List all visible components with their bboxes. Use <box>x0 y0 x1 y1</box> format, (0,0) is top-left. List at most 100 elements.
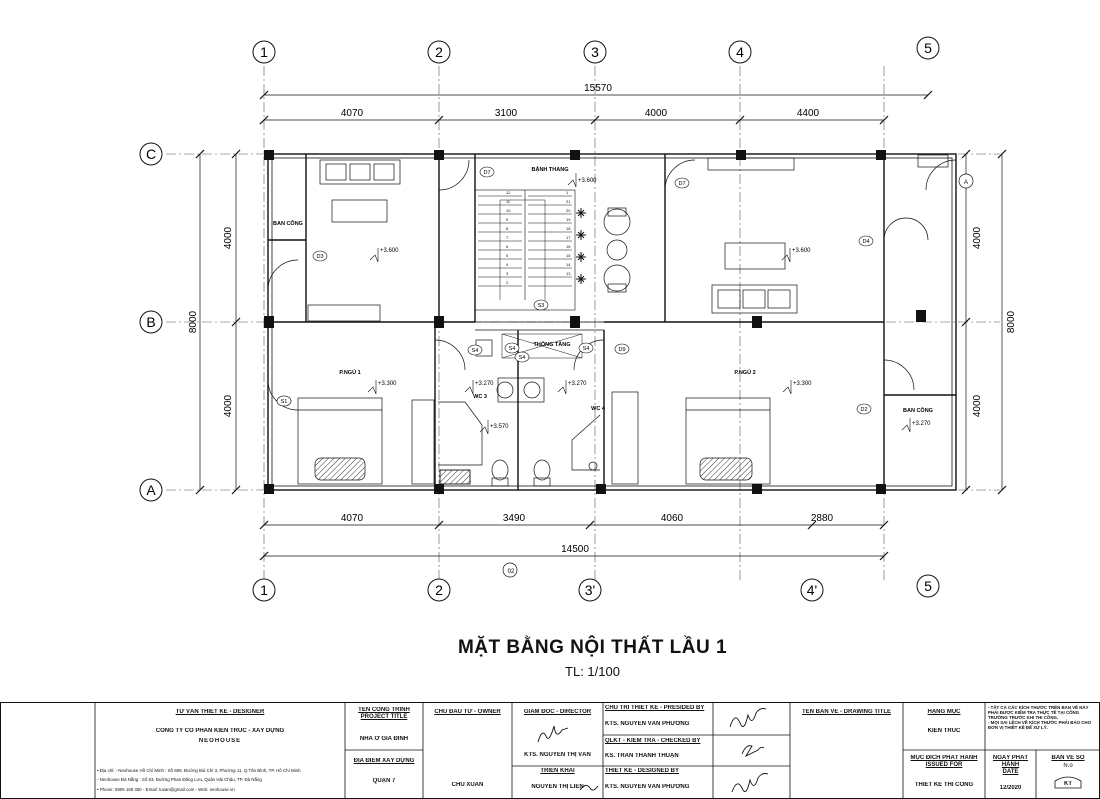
door-tag-circles <box>276 166 874 415</box>
signature-checked <box>741 745 765 758</box>
tb-address-2: - Neohouse Đà Nẵng : Số 53, Đường Phan Đ… <box>97 777 262 782</box>
stair-step-number: 1 <box>566 190 569 195</box>
door-tag-d7b: D7 <box>678 181 685 187</box>
grid-label-top-3: 3 <box>591 44 599 60</box>
dim-bottom-1: 4070 <box>341 513 364 524</box>
grid-bubbles-bottom <box>252 574 940 602</box>
level-text-8: +3.300 <box>793 381 812 387</box>
tb-sheet-code: KT <box>1064 781 1072 787</box>
stair-step-number: 21 <box>566 199 571 204</box>
grid-bubbles-side <box>139 142 163 502</box>
door-tag-d2: D2 <box>860 407 867 413</box>
tb-checked-name: KS. TRẦN THANH THUẬN <box>605 753 679 759</box>
stair-step-number: 2 <box>506 280 509 285</box>
tb-date-value: 12/2020 <box>999 785 1022 791</box>
stair-step-number: 8 <box>506 226 509 231</box>
dim-bottom-total: 14500 <box>561 544 589 555</box>
dim-right-2: 4000 <box>972 394 983 417</box>
door-tag-s3: S3 <box>538 303 545 309</box>
grid-label-top-4: 4 <box>736 44 744 60</box>
dim-bottom-4: 2880 <box>811 513 834 524</box>
stair-step-number: 12 <box>506 190 511 195</box>
grid-label-b: B <box>146 314 155 330</box>
stair-step-number: 3 <box>506 271 509 276</box>
room-label-wc4: WC 4 <box>591 406 606 412</box>
tb-project-value: NHÀ Ở GIA ĐÌNH <box>359 736 409 742</box>
tb-owner-value: CHỦ XUÂN <box>451 782 484 788</box>
signature-director <box>537 725 569 743</box>
dim-top-3: 4000 <box>645 108 668 119</box>
floor-plan-drawing: 1 2 3 4 5 1 2 3' 4' 5 C B A <box>139 36 1017 602</box>
dim-top-1: 4070 <box>341 108 364 119</box>
stair-step-number: 10 <box>506 208 511 213</box>
room-label-ban-cong-left: BAN CÔNG <box>273 219 303 227</box>
tb-presided-header: CHỦ TRÌ THIẾT KẾ - PRESIDED BY <box>605 705 705 711</box>
tb-category-header: HẠNG MỤC <box>927 709 961 715</box>
structural-columns <box>264 150 926 494</box>
room-label-bed1: P.NGỦ 1 <box>339 369 360 376</box>
tb-contact: • Phone: 0906 169 360 - Email: tuvan@gma… <box>97 787 235 792</box>
dim-bottom-3: 4060 <box>661 513 684 524</box>
room-label-wc3: WC 3 <box>473 394 487 400</box>
stair-step-number: 11 <box>506 199 511 204</box>
stair-step-number: 7 <box>506 235 509 240</box>
tb-notes: - TẤT CẢ CÁC KÍCH THƯỚC TRÊN BẢN VẼ NÀY … <box>988 705 1092 731</box>
door-tag-s1: S1 <box>281 399 288 405</box>
grid-label-c: C <box>146 146 156 162</box>
section-mark-a: A <box>964 180 968 186</box>
section-marks <box>502 173 974 578</box>
stair-plants <box>576 208 586 284</box>
door-tag-d7a: D7 <box>483 170 490 176</box>
room-label-ban-cong-right: BAN CÔNG <box>903 406 933 414</box>
door-tag-s4c: S4 <box>519 355 526 361</box>
tb-presided-name: KTS. NGUYỄN VĂN PHƯƠNG <box>605 721 690 727</box>
stair-step-number: 6 <box>506 244 509 249</box>
tb-issued-header: MỤC ĐÍCH PHÁT HÀNH ISSUED FOR <box>910 755 978 768</box>
room-label-stair: BẬNH THANG <box>532 166 569 173</box>
dim-right-total: 8000 <box>1006 310 1017 333</box>
stair-step-number: 15 <box>566 253 571 258</box>
stair-step-number: 13 <box>566 271 571 276</box>
tb-address-1: • Địa chỉ: - Neohouse Hồ Chí Minh : Số 6… <box>97 768 301 773</box>
dim-left-total: 8000 <box>188 310 199 333</box>
grid-lines <box>166 66 1000 580</box>
level-marks <box>367 173 911 435</box>
signature-designed <box>731 773 769 793</box>
drawing-title: MẶT BẰNG NỘI THẤT LẦU 1 <box>457 637 728 658</box>
tb-drawing-title-header: TÊN BẢN VẼ - DRAWING TITLE <box>802 709 891 715</box>
title-block: TƯ VẤN THIẾT KẾ - DESIGNER CÔNG TY CỔ PH… <box>0 702 1100 799</box>
door-tag-s4d: S4 <box>583 346 590 352</box>
grid-label-bottom-2: 2 <box>435 582 443 598</box>
signatures <box>537 708 769 793</box>
tb-location-header: ĐỊA ĐIỂM XÂY DỰNG <box>353 758 415 764</box>
tb-owner-header: CHỦ ĐẦU TƯ - OWNER <box>434 709 501 715</box>
room-label-bed2: P.NGỦ 2 <box>734 369 755 376</box>
stair-step-number: 5 <box>506 253 509 258</box>
dim-top-2: 3100 <box>495 108 518 119</box>
dim-top-total: 15570 <box>584 83 612 94</box>
level-text-7: +3.570 <box>490 424 509 430</box>
sheet-code-frame <box>1054 776 1082 789</box>
door-swings <box>267 159 957 411</box>
stair-step-number: 20 <box>566 208 571 213</box>
tb-location-value: QUẬN 7 <box>372 778 396 784</box>
tb-sheet-header: BẢN VẼ SỐ <box>1051 755 1085 761</box>
door-tag-d9: D9 <box>618 347 625 353</box>
grid-label-top-2: 2 <box>435 44 443 60</box>
stair-step-number: 9 <box>506 217 509 222</box>
door-tag-s4b: S4 <box>509 346 516 352</box>
grid-label-bottom-1: 1 <box>260 582 268 598</box>
grid-label-top-1: 1 <box>260 44 268 60</box>
grid-label-bottom-4: 4' <box>807 582 817 598</box>
room-label-shaft: THÔNG TẦNG <box>534 340 571 348</box>
grid-label-bottom-3: 3' <box>585 582 595 598</box>
tb-company-line: CÔNG TY CỔ PHẦN KIẾN TRÚC - XÂY DỰNG <box>155 728 285 734</box>
stair-step-number: 19 <box>566 217 571 222</box>
tb-director-header: GIÁM ĐỐC - DIRECTOR <box>523 709 592 715</box>
level-text-6: +3.270 <box>568 381 587 387</box>
bed-pillows <box>314 457 753 485</box>
stair-step-number: 4 <box>506 262 509 267</box>
dim-right-1: 4000 <box>972 226 983 249</box>
tb-checked-header: QLKT - KIỂM TRA - CHECKED BY <box>605 738 701 744</box>
